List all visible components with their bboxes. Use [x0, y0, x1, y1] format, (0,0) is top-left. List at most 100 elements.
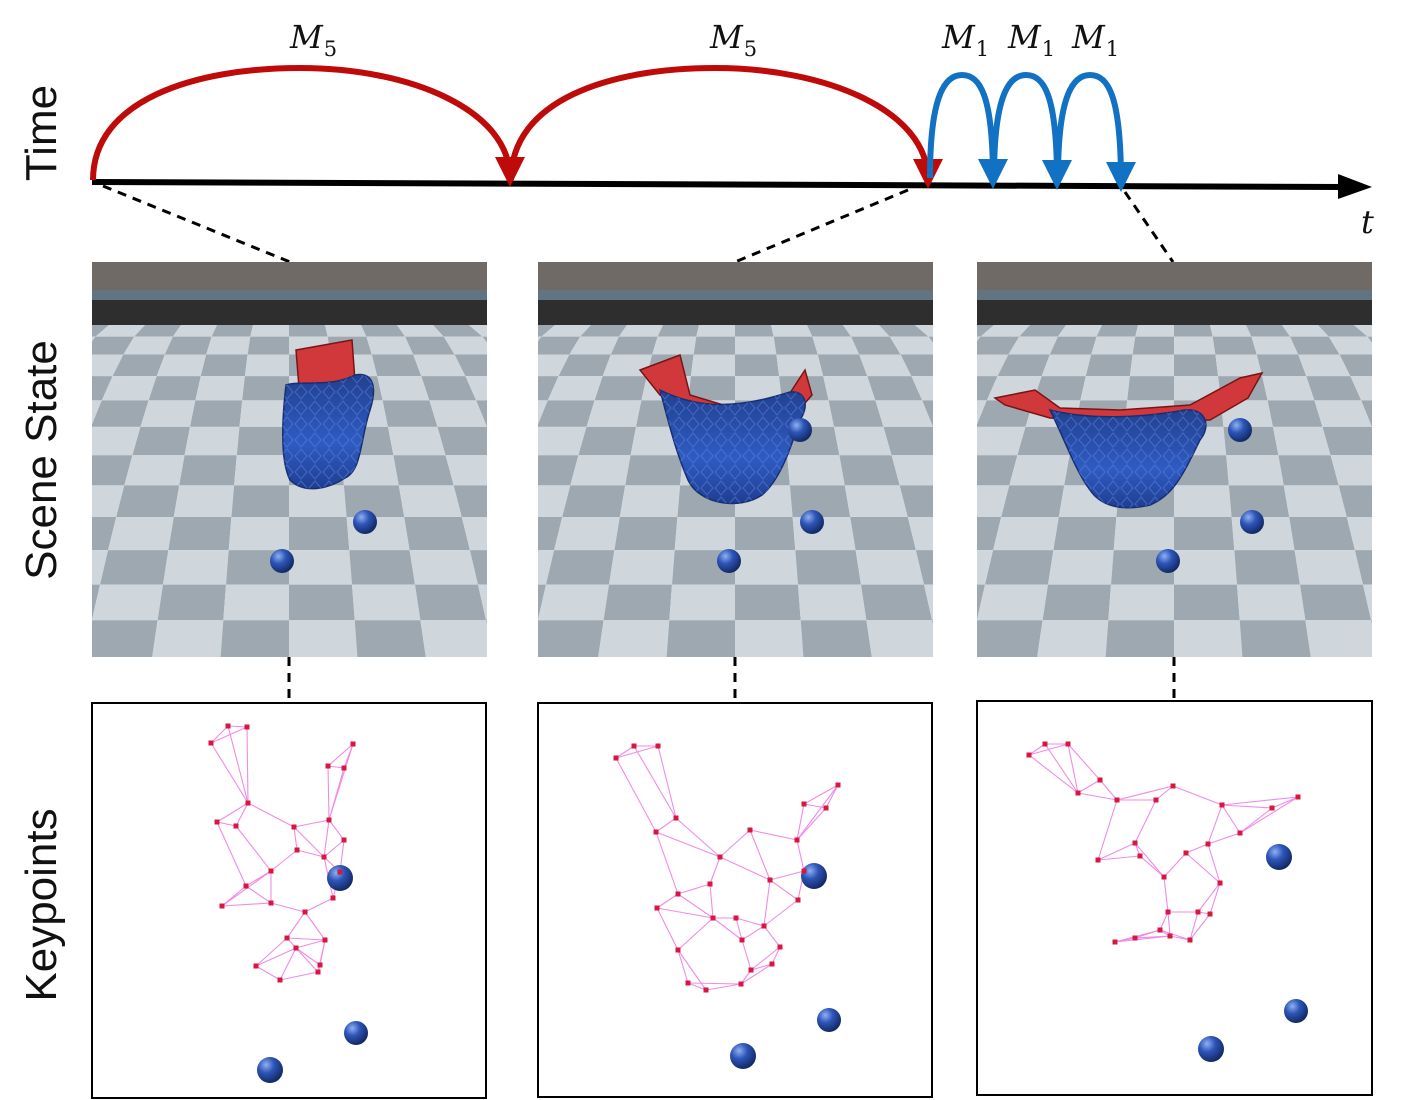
keypoint-panel-3	[976, 700, 1373, 1096]
keypoint	[277, 977, 283, 983]
keypoint	[703, 987, 709, 993]
scene-panel-1	[92, 262, 487, 657]
keypoint	[835, 782, 841, 788]
arc-label: M1	[941, 18, 989, 61]
keypoint	[1075, 790, 1081, 796]
keypoint	[1187, 937, 1193, 943]
keypoint	[613, 755, 619, 761]
keypoint	[268, 868, 274, 874]
sphere	[257, 1057, 283, 1083]
keypoint	[291, 824, 297, 830]
keypoint	[321, 854, 327, 860]
keypoint	[1112, 939, 1118, 945]
keypoint	[733, 915, 739, 921]
sphere	[270, 549, 294, 573]
keypoint	[243, 883, 249, 889]
keypoint	[710, 915, 716, 921]
keypoint-edges	[210, 725, 354, 981]
sphere	[1198, 1036, 1224, 1062]
keypoint	[1269, 805, 1275, 811]
keypoint	[738, 981, 744, 987]
arc-m5-first	[90, 64, 525, 187]
keypoint	[655, 743, 661, 749]
keypoint	[1097, 777, 1103, 783]
keypoint	[707, 881, 713, 887]
keypoint	[801, 868, 807, 874]
arc-label: M5	[709, 18, 757, 61]
sphere	[1228, 418, 1252, 442]
keypoint	[1207, 911, 1213, 917]
sphere	[717, 549, 741, 573]
keypoint	[794, 837, 800, 843]
keypoint	[1065, 741, 1071, 747]
keypoint	[244, 724, 250, 730]
keypoint	[341, 837, 347, 843]
keypoint-panels	[91, 700, 1373, 1099]
keypoint	[322, 937, 328, 943]
keypoint	[761, 923, 767, 929]
keypoint	[1161, 874, 1167, 880]
sphere	[353, 510, 377, 534]
keypoint	[268, 900, 274, 906]
keypoint-edges	[615, 745, 839, 991]
arc-m1-third	[1055, 71, 1136, 192]
keypoint-panel-2	[537, 702, 933, 1098]
keypoint	[1132, 840, 1138, 846]
arc-m1-first	[927, 71, 1008, 189]
arc-m1-second	[991, 71, 1072, 190]
keypoint	[1095, 857, 1101, 863]
sphere	[817, 1008, 841, 1032]
keypoint	[1157, 927, 1163, 933]
keypoint	[225, 723, 231, 729]
keypoint	[1295, 794, 1301, 800]
keypoint	[1042, 741, 1048, 747]
keypoint	[1205, 841, 1211, 847]
arc-label: M1	[1071, 18, 1119, 61]
keypoint	[219, 903, 225, 909]
keypoint	[1026, 752, 1032, 758]
keypoint	[325, 763, 331, 769]
keypoint	[294, 847, 300, 853]
sphere	[1266, 844, 1292, 870]
sphere	[1284, 999, 1308, 1023]
arc-m5-second	[508, 64, 943, 189]
scene-state-panels	[92, 262, 1372, 657]
keypoint	[769, 961, 775, 967]
keypoint	[777, 944, 783, 950]
dashed-connectors	[102, 184, 1176, 700]
arc-label: M5	[289, 18, 337, 61]
keypoint	[739, 937, 745, 943]
row-label-keypoints: Keypoints	[17, 808, 66, 1001]
keypoint	[341, 765, 347, 771]
keypoint	[1195, 909, 1201, 915]
sphere	[788, 418, 812, 442]
keypoint	[1237, 830, 1243, 836]
keypoint	[1114, 797, 1120, 803]
sphere	[730, 1043, 756, 1069]
keypoint	[214, 819, 220, 825]
keypoint	[330, 895, 336, 901]
keypoint	[208, 740, 214, 746]
keypoint	[767, 877, 773, 883]
keypoint	[1167, 933, 1173, 939]
keypoint	[823, 805, 829, 811]
keypoint	[337, 869, 343, 875]
keypoint	[350, 741, 356, 747]
keypoint	[245, 800, 251, 806]
scene-panel-2	[538, 262, 933, 657]
sphere	[327, 865, 353, 891]
keypoint	[654, 905, 660, 911]
keypoint	[1170, 783, 1176, 789]
keypoint	[1165, 909, 1171, 915]
keypoint	[1217, 880, 1223, 886]
keypoint	[717, 854, 723, 860]
keypoint	[326, 817, 332, 823]
keypoint	[1153, 797, 1159, 803]
keypoint-edges	[1028, 743, 1299, 943]
keypoint	[1132, 935, 1138, 941]
keypoint	[253, 963, 259, 969]
keypoint	[1137, 853, 1143, 859]
keypoint	[315, 969, 321, 975]
keypoint	[747, 827, 753, 833]
